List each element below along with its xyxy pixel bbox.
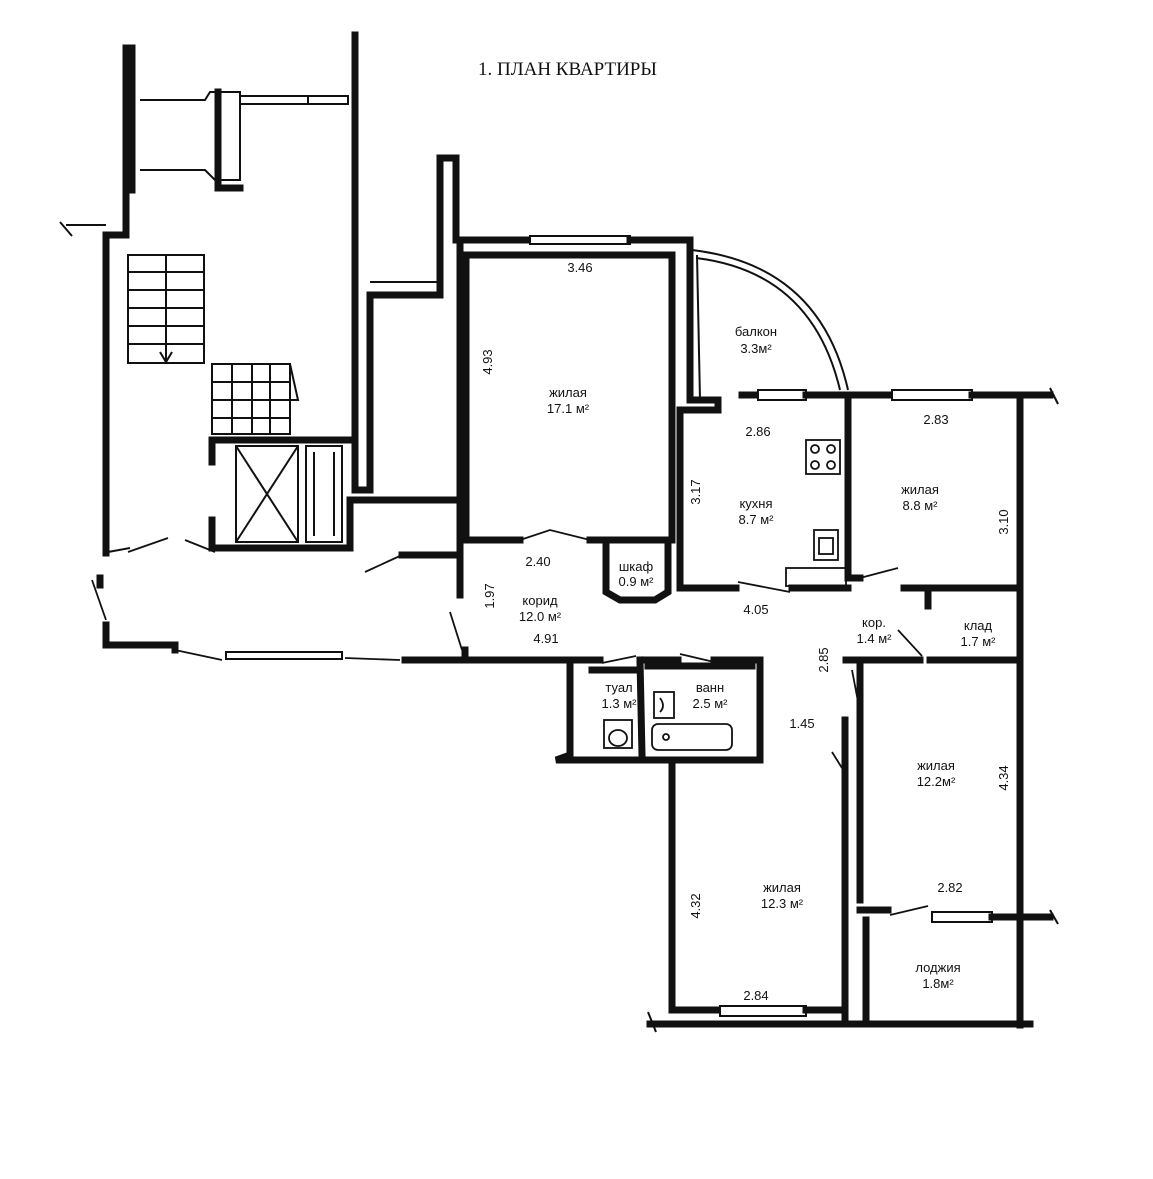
- svg-text:8.7 м²: 8.7 м²: [739, 512, 775, 527]
- dim-2-85: 2.85: [816, 647, 831, 672]
- svg-text:жилая: жилая: [549, 385, 587, 400]
- dim-1-45: 1.45: [789, 716, 814, 731]
- svg-text:1.8м²: 1.8м²: [922, 976, 954, 991]
- room-label-loggia: лоджия 1.8м²: [915, 960, 960, 991]
- svg-text:12.0 м²: 12.0 м²: [519, 609, 562, 624]
- common-hallway: [91, 537, 469, 664]
- kitchen-sink-icon: [785, 529, 847, 587]
- stairwell-block: [59, 31, 464, 557]
- dim-3-10: 3.10: [996, 509, 1011, 534]
- dim-1-97: 1.97: [482, 583, 497, 608]
- svg-text:кор.: кор.: [862, 615, 886, 630]
- svg-text:жилая: жилая: [763, 880, 801, 895]
- svg-text:17.1 м²: 17.1 м²: [547, 401, 590, 416]
- svg-text:жилая: жилая: [901, 482, 939, 497]
- plan-title: 1. ПЛАН КВАРТИРЫ: [478, 59, 657, 80]
- room-label-living-small: жилая 8.8 м²: [901, 482, 939, 513]
- dim-4-34: 4.34: [996, 765, 1011, 790]
- svg-text:2.5 м²: 2.5 м²: [693, 696, 729, 711]
- svg-text:шкаф: шкаф: [619, 559, 654, 574]
- dim-2-82: 2.82: [937, 880, 962, 895]
- svg-text:1.7 м²: 1.7 м²: [961, 634, 997, 649]
- room-label-wardrobe: шкаф 0.9 м²: [619, 559, 655, 589]
- svg-text:1.3 м²: 1.3 м²: [602, 696, 638, 711]
- dim-3-17: 3.17: [688, 479, 703, 504]
- room-label-kitchen: кухня 8.7 м²: [739, 496, 775, 527]
- room-label-corridor-small: кор. 1.4 м²: [857, 615, 893, 646]
- svg-text:3.3м²: 3.3м²: [740, 341, 772, 356]
- svg-text:12.3 м²: 12.3 м²: [761, 896, 804, 911]
- room-label-living-big: жилая 17.1 м²: [547, 385, 590, 416]
- kitchen-stove-icon: [805, 439, 841, 475]
- apartment-walls: [456, 235, 1059, 1033]
- svg-text:лоджия: лоджия: [915, 960, 960, 975]
- dim-2-40: 2.40: [525, 554, 550, 569]
- room-label-bath: ванн 2.5 м²: [693, 680, 729, 711]
- svg-text:0.9 м²: 0.9 м²: [619, 574, 655, 589]
- dim-2-83: 2.83: [923, 412, 948, 427]
- room-label-balcony: балкон 3.3м²: [735, 324, 777, 356]
- dim-4-05: 4.05: [743, 602, 768, 617]
- room-label-storage: клад 1.7 м²: [961, 618, 997, 649]
- dim-2-86: 2.86: [745, 424, 770, 439]
- svg-text:жилая: жилая: [917, 758, 955, 773]
- dim-2-84: 2.84: [743, 988, 768, 1003]
- room-label-toilet: туал 1.3 м²: [602, 680, 638, 711]
- svg-text:8.8 м²: 8.8 м²: [903, 498, 939, 513]
- svg-text:ванн: ванн: [696, 680, 724, 695]
- dim-3-46: 3.46: [567, 260, 592, 275]
- dim-4-91: 4.91: [533, 631, 558, 646]
- svg-text:12.2м²: 12.2м²: [917, 774, 956, 789]
- svg-text:балкон: балкон: [735, 324, 777, 339]
- dim-4-93: 4.93: [480, 349, 495, 374]
- svg-text:клад: клад: [964, 618, 993, 633]
- dim-4-32: 4.32: [688, 893, 703, 918]
- room-label-corridor: корид 12.0 м²: [519, 593, 562, 624]
- svg-text:кухня: кухня: [739, 496, 772, 511]
- room-label-living-mid: жилая 12.2м²: [917, 758, 956, 789]
- svg-text:туал: туал: [605, 680, 632, 695]
- svg-text:1.4 м²: 1.4 м²: [857, 631, 893, 646]
- toilet-icon: [603, 719, 633, 749]
- bathtub-icon: [651, 691, 733, 751]
- svg-text:корид: корид: [522, 593, 558, 608]
- room-label-living-low: жилая 12.3 м²: [761, 880, 804, 911]
